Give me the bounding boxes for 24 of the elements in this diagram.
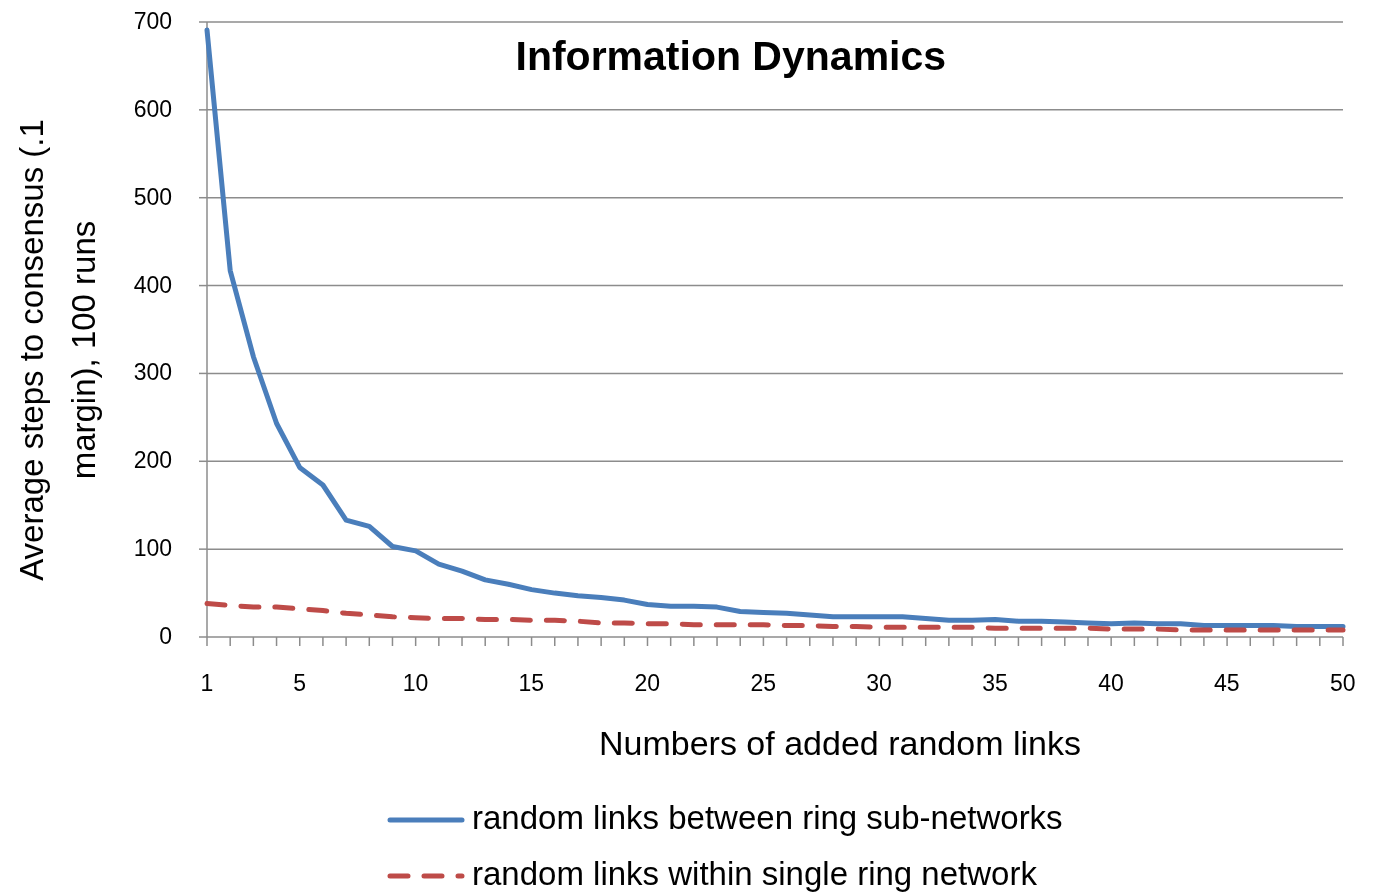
tick-label: 25 bbox=[750, 670, 776, 697]
tick-label: 500 bbox=[133, 183, 172, 211]
tick-label: 10 bbox=[402, 670, 429, 697]
tick-label: 0 bbox=[159, 623, 172, 650]
tick-label: 100 bbox=[133, 535, 172, 563]
tick-label: 35 bbox=[982, 670, 1008, 697]
tick-label: 20 bbox=[634, 670, 661, 697]
tick-label: 700 bbox=[133, 8, 172, 35]
tick-label: 30 bbox=[866, 670, 892, 697]
tick-label: 50 bbox=[1330, 670, 1356, 697]
axis-title: Average steps to consensus (.1 margin), 100 runs bbox=[12, 118, 103, 583]
tick-label: 15 bbox=[518, 670, 545, 697]
tick-label: 600 bbox=[133, 95, 172, 123]
legend-label: random links within single ring network bbox=[472, 855, 1037, 893]
tick-label: 5 bbox=[293, 670, 307, 697]
chart-title: Information Dynamics bbox=[515, 33, 947, 80]
tick-label: 1 bbox=[200, 670, 214, 697]
axis-title: Numbers of added random links bbox=[599, 724, 1081, 763]
legend-label: random links between ring sub-networks bbox=[472, 799, 1063, 837]
tick-label: 400 bbox=[133, 271, 172, 299]
tick-label: 45 bbox=[1214, 670, 1240, 697]
tick-label: 200 bbox=[133, 447, 172, 475]
tick-label: 300 bbox=[133, 359, 172, 387]
tick-label: 40 bbox=[1098, 670, 1124, 697]
